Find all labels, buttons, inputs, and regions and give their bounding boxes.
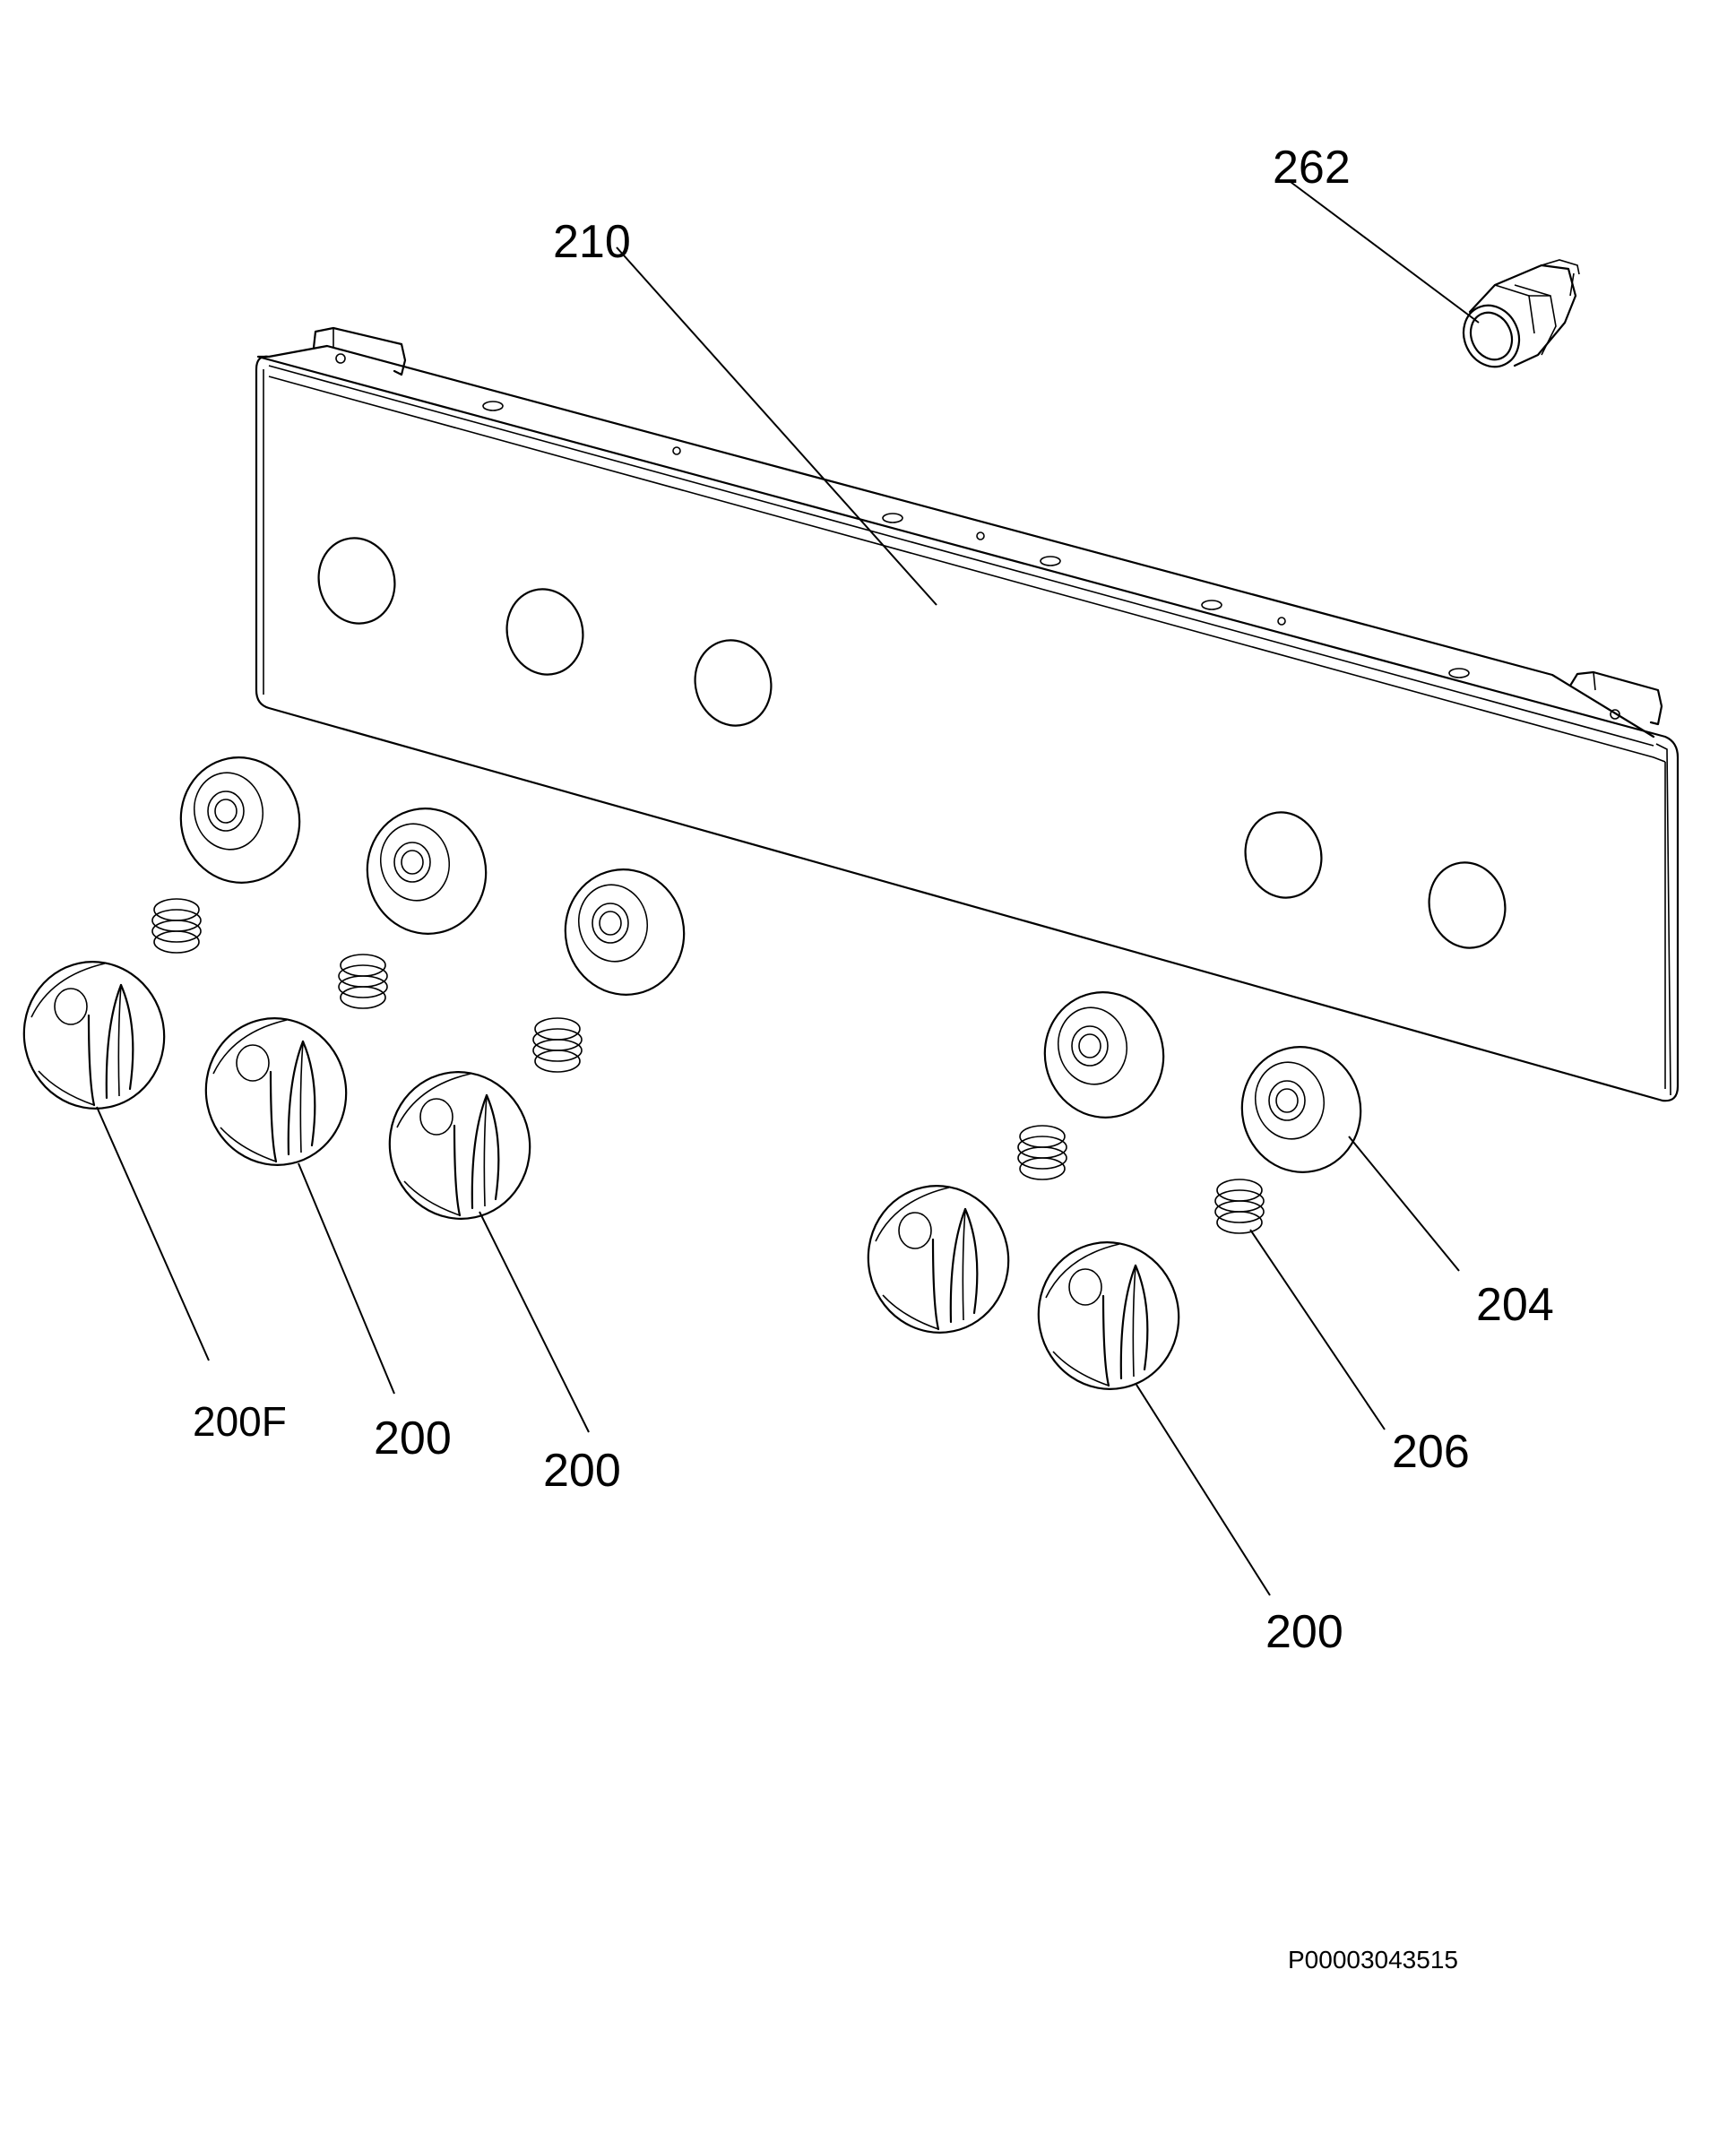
knob-3 — [388, 1071, 531, 1220]
label-200F: 200F — [193, 1398, 287, 1445]
spring-3 — [532, 1017, 583, 1073]
knobs — [22, 961, 1180, 1390]
label-200-c: 200 — [1265, 1606, 1343, 1658]
leader-200-c — [1136, 1384, 1271, 1596]
leader-200F — [96, 1106, 210, 1361]
indicator-lamp — [1462, 259, 1580, 368]
control-panel — [255, 326, 1680, 1102]
leader-262 — [1290, 181, 1480, 324]
spring-2 — [338, 954, 388, 1009]
label-262: 262 — [1273, 142, 1351, 194]
leader-210 — [616, 246, 937, 606]
part-labels: 262 210 200F 200 200 204 206 200 P000030… — [193, 142, 1554, 1974]
leader-200-a — [298, 1162, 395, 1395]
leader-206 — [1249, 1229, 1386, 1430]
bezel-4 — [1043, 991, 1165, 1119]
bezel-2 — [366, 808, 488, 935]
bezel-3 — [564, 868, 686, 996]
leader-204 — [1348, 1136, 1460, 1272]
label-200-b: 200 — [543, 1445, 621, 1497]
drawing-code: P00003043515 — [1288, 1946, 1458, 1974]
leader-200-b — [479, 1211, 590, 1433]
leader-lines — [96, 181, 1480, 1596]
label-206: 206 — [1392, 1426, 1470, 1478]
label-200-a: 200 — [374, 1412, 452, 1464]
bezel-5 — [1240, 1046, 1362, 1173]
spring-5 — [1214, 1179, 1265, 1234]
bezel-1 — [179, 756, 301, 884]
knob-5 — [1037, 1241, 1180, 1390]
label-210: 210 — [553, 216, 631, 268]
spring-4 — [1017, 1125, 1067, 1180]
spring-1 — [151, 898, 202, 954]
springs — [151, 898, 1265, 1234]
knob-2 — [204, 1017, 348, 1166]
knob-1 — [22, 961, 166, 1110]
label-204: 204 — [1476, 1279, 1554, 1331]
knob-4 — [867, 1185, 1010, 1334]
bezels — [179, 756, 1362, 1173]
